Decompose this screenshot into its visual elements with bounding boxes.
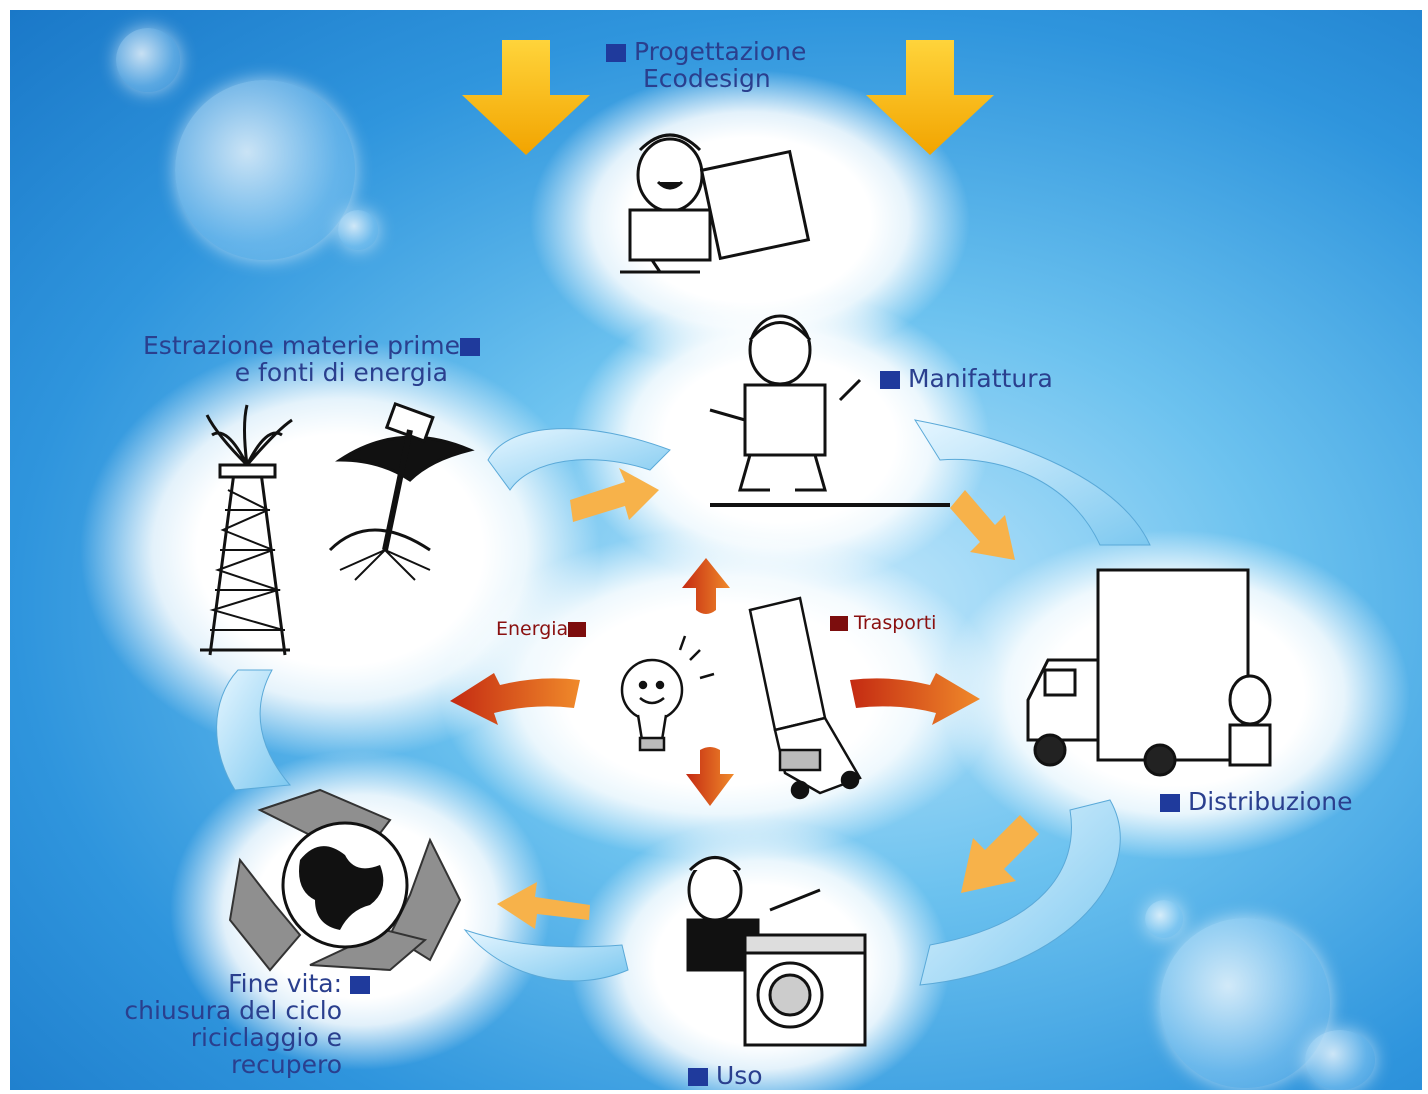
flow-arrow <box>950 490 1015 560</box>
label-design-line1: Progettazione <box>633 37 807 66</box>
drill-icon <box>328 401 475 581</box>
label-distribution: Distribuzione <box>1160 788 1353 815</box>
bubble-decor <box>175 80 355 260</box>
bubble-decor <box>338 210 378 250</box>
cycle-arrow-use-endoflife <box>463 929 629 982</box>
label-design: Progettazione Ecodesign <box>606 38 806 92</box>
label-energy: Energia <box>496 618 587 640</box>
cycle-arrow-extraction-manufacturing <box>487 428 671 491</box>
label-manufacturing-text: Manifattura <box>907 364 1053 393</box>
energy-arrow-up <box>682 558 730 614</box>
label-energy-text: Energia <box>496 618 569 640</box>
small-truck-icon <box>748 596 862 800</box>
worker-icon <box>709 314 950 507</box>
transport-arrow-right <box>850 673 980 725</box>
energy-arrow-down <box>686 747 734 806</box>
designer-icon <box>620 133 811 274</box>
truck-icon <box>1026 568 1272 777</box>
marker-square <box>688 1068 708 1086</box>
input-arrow-left <box>462 40 590 155</box>
cycle-arrow-endoflife-extraction <box>216 669 292 791</box>
marker-square <box>606 44 626 62</box>
recycle-globe-icon <box>228 788 462 972</box>
lifecycle-diagram: Progettazione Ecodesign Estrazione mater… <box>10 10 1422 1090</box>
bubble-decor <box>1145 900 1183 938</box>
flow-arrow <box>961 815 1039 893</box>
label-end-of-life: Fine vita: chiusura del ciclo riciclaggi… <box>50 970 370 1078</box>
cycle-arrow-distribution-use <box>919 799 1121 986</box>
label-extraction-line1: Estrazione materie prime <box>143 331 460 360</box>
label-use: Uso <box>688 1062 763 1089</box>
label-transport: Trasporti <box>830 612 936 634</box>
label-eol-line1: Fine vita: <box>228 969 343 998</box>
washing-machine-icon <box>686 856 867 1047</box>
marker-square <box>460 338 480 356</box>
marker-square-red <box>830 616 848 631</box>
label-manufacturing: Manifattura <box>880 365 1053 392</box>
oil-derrick-icon <box>200 404 293 656</box>
marker-square <box>350 976 370 994</box>
label-eol-line3: riciclaggio e <box>190 1023 342 1052</box>
bubble-decor <box>1305 1030 1375 1090</box>
bubble-decor <box>1160 918 1330 1088</box>
energy-arrow-left <box>450 673 580 725</box>
cycle-arrow-manufacturing-distribution <box>913 419 1151 546</box>
bubble-decor <box>116 28 180 92</box>
label-extraction-line2: e fonti di energia <box>234 358 448 387</box>
label-eol-line2: chiusura del ciclo <box>124 996 342 1025</box>
lightbulb-icon <box>620 635 715 752</box>
marker-square <box>1160 794 1180 812</box>
label-eol-line4: recupero <box>231 1050 342 1079</box>
marker-square-red <box>568 622 587 637</box>
label-extraction: Estrazione materie prime e fonti di ener… <box>60 332 480 386</box>
marker-square <box>880 371 900 389</box>
label-design-line2: Ecodesign <box>643 64 771 93</box>
input-arrow-right <box>866 40 994 155</box>
flow-arrow <box>497 882 590 929</box>
label-use-text: Uso <box>715 1061 763 1090</box>
label-distribution-text: Distribuzione <box>1187 787 1353 816</box>
flow-arrow <box>570 468 659 522</box>
graphics-layer <box>200 40 1272 1047</box>
label-transport-text: Trasporti <box>854 612 937 634</box>
